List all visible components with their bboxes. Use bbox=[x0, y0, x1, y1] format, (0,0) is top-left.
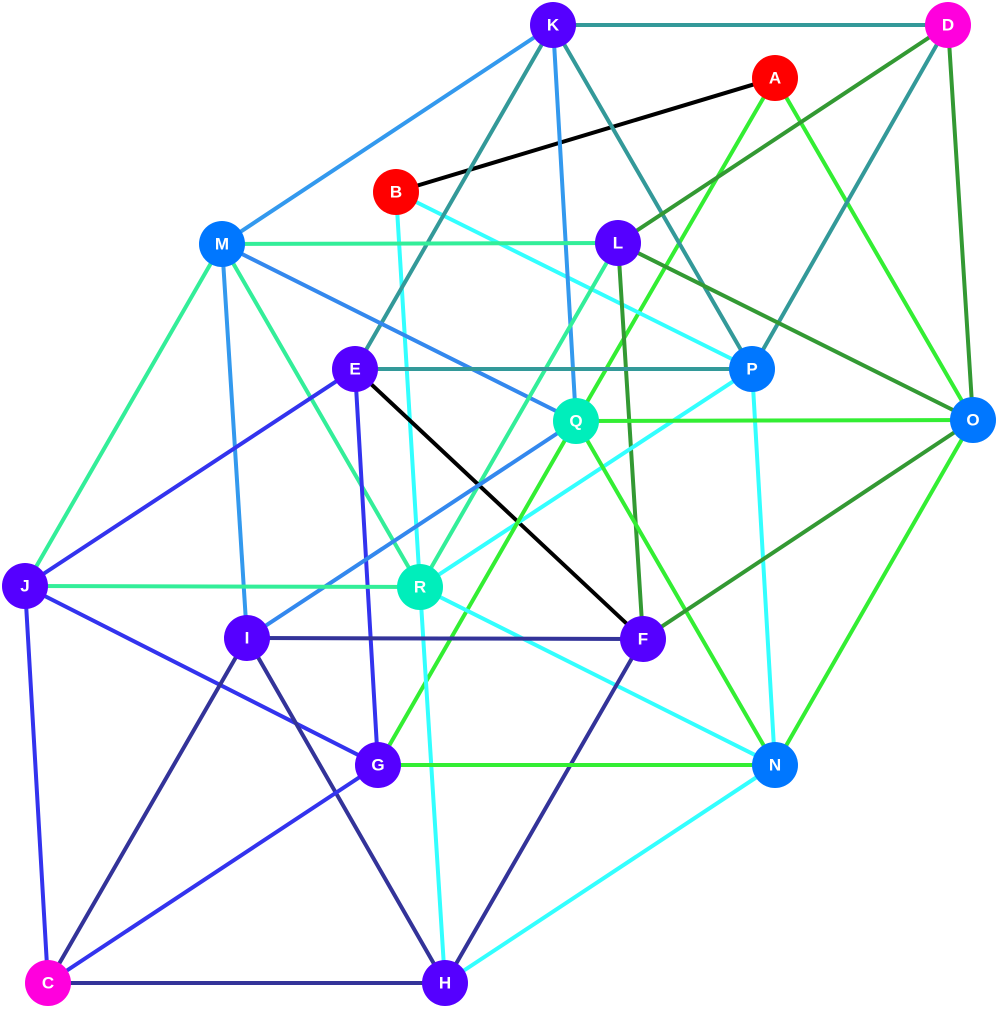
edge-o-n bbox=[773, 418, 975, 767]
edge-f-h bbox=[443, 637, 645, 985]
edge-p-n bbox=[750, 367, 777, 767]
edge-q-i bbox=[245, 419, 578, 640]
node-label: G bbox=[371, 756, 384, 775]
edge-g-c bbox=[46, 763, 380, 985]
edge-k-q bbox=[551, 23, 578, 423]
node-circle bbox=[925, 2, 971, 48]
edge-n-h bbox=[443, 763, 777, 985]
edge-e-f bbox=[353, 367, 645, 641]
edge-k-m bbox=[220, 23, 555, 246]
node-label: I bbox=[245, 629, 250, 648]
edge-k-p bbox=[551, 23, 754, 371]
node-q: Q bbox=[553, 398, 599, 444]
edge-r-h bbox=[418, 585, 447, 985]
edge-i-c bbox=[46, 636, 249, 985]
node-circle bbox=[199, 221, 245, 267]
node-d: D bbox=[925, 2, 971, 48]
edge-l-f bbox=[616, 241, 645, 641]
edge-r-n bbox=[418, 585, 777, 767]
node-label: M bbox=[215, 235, 229, 254]
edge-layer bbox=[23, 23, 975, 985]
edge-j-g bbox=[23, 584, 380, 767]
edge-q-g bbox=[376, 419, 578, 767]
node-k: K bbox=[530, 2, 576, 48]
node-o: O bbox=[950, 397, 996, 443]
edge-e-g bbox=[353, 367, 380, 767]
node-i: I bbox=[224, 615, 270, 661]
edge-j-c bbox=[23, 584, 50, 985]
node-m: M bbox=[199, 221, 245, 267]
node-label: H bbox=[439, 974, 451, 993]
node-circle bbox=[729, 346, 775, 392]
node-p: P bbox=[729, 346, 775, 392]
node-h: H bbox=[422, 960, 468, 1006]
node-g: G bbox=[355, 742, 401, 788]
edge-i-f bbox=[245, 636, 645, 641]
node-label: N bbox=[769, 756, 781, 775]
edge-k-e bbox=[353, 23, 555, 371]
edge-o-f bbox=[641, 418, 975, 641]
edge-m-r bbox=[220, 242, 422, 589]
node-label: R bbox=[414, 578, 426, 597]
node-circle bbox=[752, 742, 798, 788]
node-label: O bbox=[966, 411, 979, 430]
node-label: F bbox=[638, 630, 648, 649]
edge-m-l bbox=[220, 241, 620, 246]
edge-a-b bbox=[394, 76, 777, 194]
edge-q-n bbox=[574, 419, 777, 767]
node-circle bbox=[422, 960, 468, 1006]
node-label: B bbox=[390, 183, 402, 202]
edge-a-q bbox=[574, 76, 777, 423]
edge-j-r bbox=[23, 584, 422, 589]
edge-d-l bbox=[616, 23, 950, 245]
edge-e-j bbox=[23, 367, 357, 588]
edge-a-o bbox=[773, 76, 975, 422]
node-label: K bbox=[547, 16, 560, 35]
node-circle bbox=[620, 616, 666, 662]
node-circle bbox=[373, 169, 419, 215]
edge-l-o bbox=[616, 241, 975, 422]
node-label: E bbox=[349, 360, 360, 379]
node-circle bbox=[595, 220, 641, 266]
edge-q-o bbox=[574, 418, 975, 423]
node-circle bbox=[553, 398, 599, 444]
edge-m-i bbox=[220, 242, 249, 640]
edge-d-o bbox=[946, 23, 975, 422]
node-label: C bbox=[42, 974, 54, 993]
node-circle bbox=[397, 564, 443, 610]
node-circle bbox=[2, 563, 48, 609]
node-f: F bbox=[620, 616, 666, 662]
node-r: R bbox=[397, 564, 443, 610]
node-b: B bbox=[373, 169, 419, 215]
node-e: E bbox=[332, 346, 378, 392]
node-label: J bbox=[20, 577, 29, 596]
node-circle bbox=[224, 615, 270, 661]
node-circle bbox=[950, 397, 996, 443]
node-label: L bbox=[613, 234, 623, 253]
edge-b-r bbox=[394, 190, 422, 589]
edge-b-p bbox=[394, 190, 754, 371]
edge-m-j bbox=[23, 242, 224, 588]
edge-i-h bbox=[245, 636, 447, 985]
edge-l-r bbox=[418, 241, 620, 589]
edge-m-q bbox=[220, 242, 578, 423]
node-j: J bbox=[2, 563, 48, 609]
node-circle bbox=[530, 2, 576, 48]
edge-d-p bbox=[750, 23, 950, 371]
node-circle bbox=[332, 346, 378, 392]
node-c: C bbox=[25, 960, 71, 1006]
edge-p-r bbox=[418, 367, 754, 589]
node-n: N bbox=[752, 742, 798, 788]
node-label: D bbox=[942, 16, 954, 35]
node-l: L bbox=[595, 220, 641, 266]
node-label: A bbox=[769, 69, 781, 88]
node-label: Q bbox=[569, 412, 582, 431]
node-circle bbox=[355, 742, 401, 788]
node-circle bbox=[25, 960, 71, 1006]
node-circle bbox=[752, 55, 798, 101]
node-label: P bbox=[746, 360, 757, 379]
node-a: A bbox=[752, 55, 798, 101]
